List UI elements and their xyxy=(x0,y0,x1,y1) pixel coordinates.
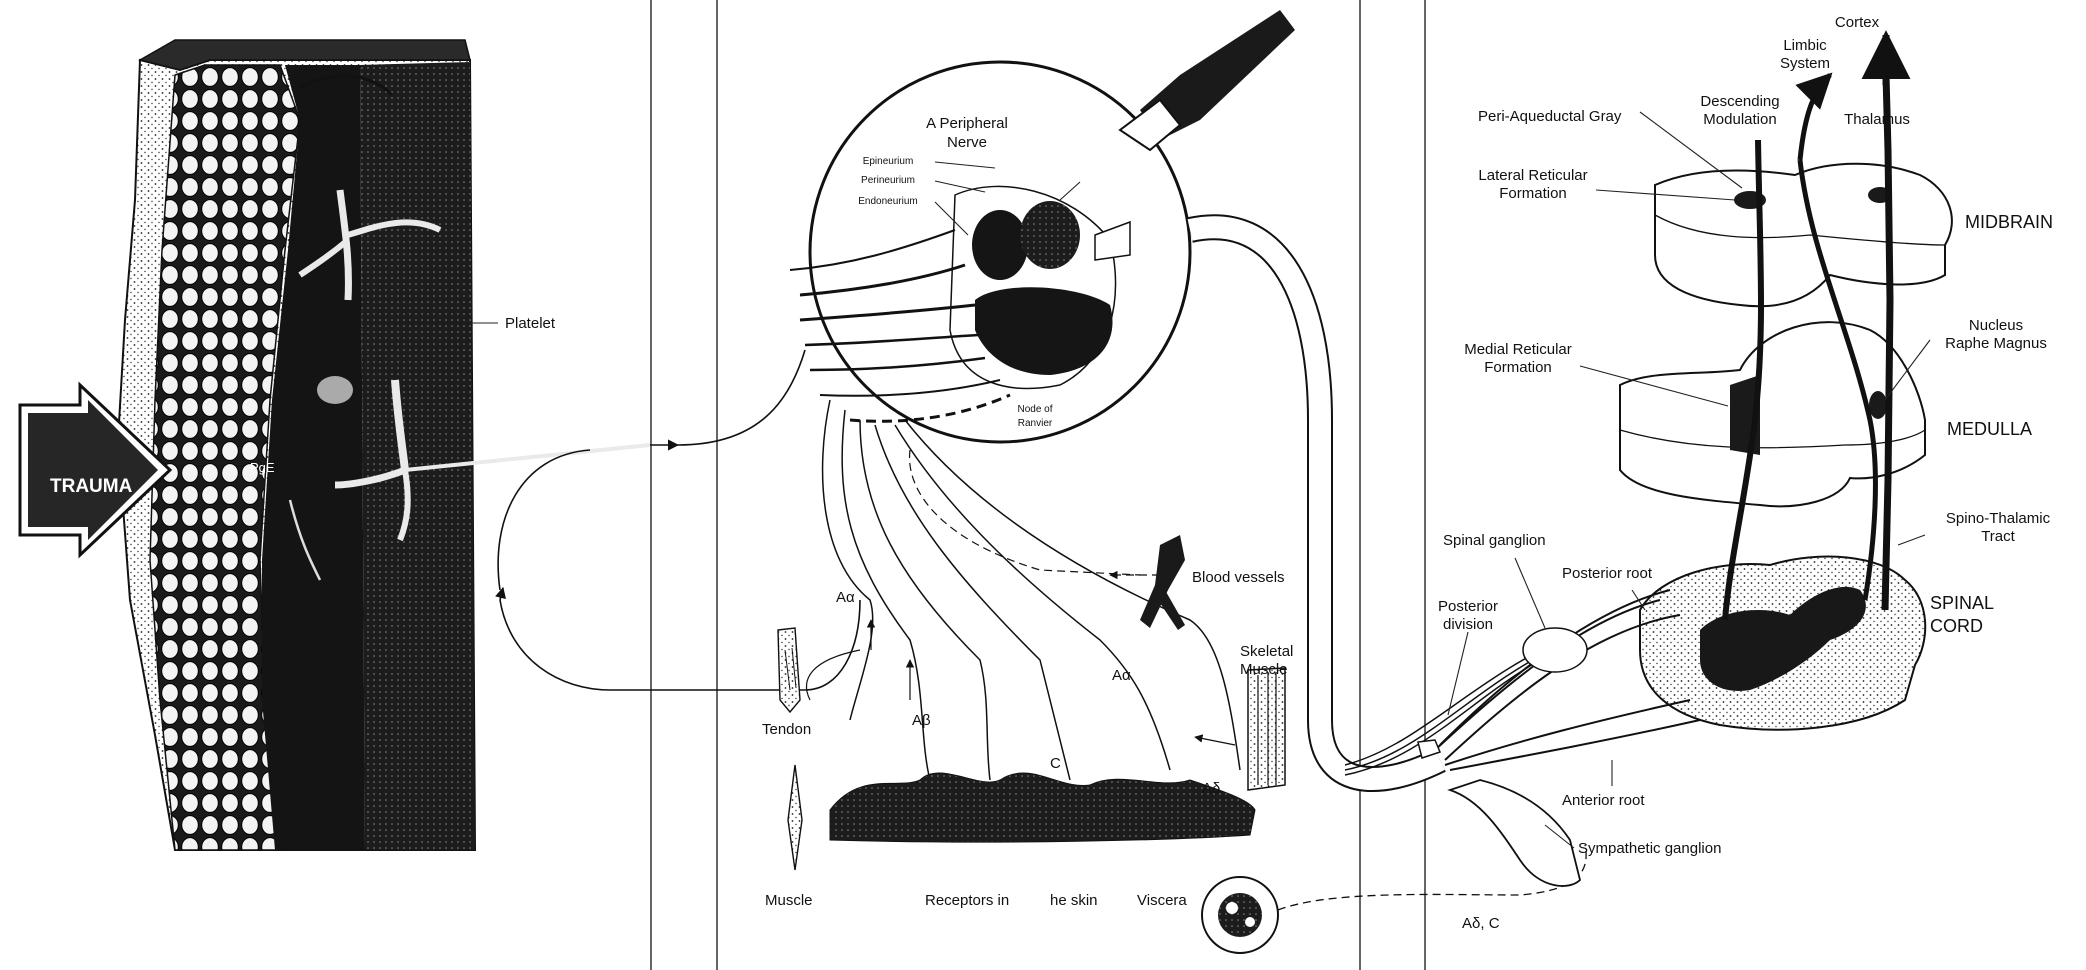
limbic-label-line1: Limbic xyxy=(1783,37,1827,54)
platelet-label: Platelet xyxy=(505,315,556,332)
receptors-label: Receptors in xyxy=(925,892,1009,909)
lateral-reticular-label-line2: Formation xyxy=(1499,185,1567,202)
cortex-label: Cortex xyxy=(1835,14,1880,31)
spino-thalamic-label-line2: Tract xyxy=(1981,528,2015,545)
pge-label: PgE xyxy=(250,460,275,475)
sympathetic-ganglion-label: Sympathetic ganglion xyxy=(1578,840,1721,857)
tendon-illustration xyxy=(778,628,800,712)
fiber-label-a-alpha-1: Aα xyxy=(836,589,855,606)
tissue-block: PgE xyxy=(118,40,650,850)
receptors-label-2: he skin xyxy=(1050,892,1098,909)
medulla-slice xyxy=(1620,322,1925,506)
limbic-label-line2: System xyxy=(1780,55,1830,72)
posterior-division-label-line1: Posterior xyxy=(1438,598,1498,615)
midbrain-label: MIDBRAIN xyxy=(1965,212,2053,232)
blood-vessels-label: Blood vessels xyxy=(1192,569,1285,586)
nerve-title-line1: A Peripheral xyxy=(926,115,1008,132)
fiber-label-a-delta-c: Aδ, C xyxy=(1462,915,1500,932)
anterior-root-label: Anterior root xyxy=(1562,792,1645,809)
nucleus-raphe-label-line1: Nucleus xyxy=(1969,317,2023,334)
spinal-ganglion-label: Spinal ganglion xyxy=(1443,532,1546,549)
spinal-cord-label-line1: SPINAL xyxy=(1930,593,1994,613)
nerve-trunk xyxy=(1190,227,1570,779)
posterior-root-label: Posterior root xyxy=(1562,565,1653,582)
medial-reticular-label-line2: Formation xyxy=(1484,359,1552,376)
endoneurium-label: Endoneurium xyxy=(858,196,917,207)
posterior-division-label-line2: division xyxy=(1443,616,1493,633)
fiber-label-c: C xyxy=(1050,755,1061,772)
peri-aqueductal-label: Peri-Aqueductal Gray xyxy=(1478,108,1622,125)
fiber-label-a-alpha-2: Aα xyxy=(1112,667,1131,684)
thalamus-label: Thalamus xyxy=(1844,111,1910,128)
descending-label-line2: Modulation xyxy=(1703,111,1776,128)
sensory-fibers xyxy=(807,400,1240,780)
viscera-label: Viscera xyxy=(1137,892,1187,909)
spino-thalamic-label-line1: Spino-Thalamic xyxy=(1946,510,2051,527)
medial-reticular-label-line1: Medial Reticular xyxy=(1464,341,1572,358)
skeletal-muscle-label-line1: Skeletal xyxy=(1240,643,1293,660)
skeletal-muscle-label-line2: Muscle xyxy=(1240,661,1288,678)
fiber-label-a-beta: Aβ xyxy=(912,712,931,729)
nucleus-raphe-label-line2: Raphe Magnus xyxy=(1945,335,2047,352)
nerve-title-line2: Nerve xyxy=(947,134,987,151)
node-label-line1: Node of xyxy=(1017,404,1052,415)
blood-vessel-illustration xyxy=(1140,535,1185,630)
trauma-label: TRAUMA xyxy=(50,476,133,497)
descending-label-line1: Descending xyxy=(1700,93,1779,110)
node-label-line2: Ranvier xyxy=(1018,418,1053,429)
fiber-label-a-delta: Aδ xyxy=(1202,780,1220,797)
muscle-illustration xyxy=(788,765,802,870)
tendon-label: Tendon xyxy=(762,721,811,738)
skin-receptors xyxy=(830,773,1255,842)
muscle-label: Muscle xyxy=(765,892,813,909)
spinal-cord-label-line2: CORD xyxy=(1930,616,1983,636)
perineurium-label: Perineurium xyxy=(861,175,915,186)
epineurium-label: Epineurium xyxy=(863,156,914,167)
medulla-label: MEDULLA xyxy=(1947,419,2032,439)
lateral-reticular-label-line1: Lateral Reticular xyxy=(1478,167,1587,184)
signal-loop xyxy=(498,350,860,690)
skeletal-muscle-illustration xyxy=(1248,668,1285,790)
